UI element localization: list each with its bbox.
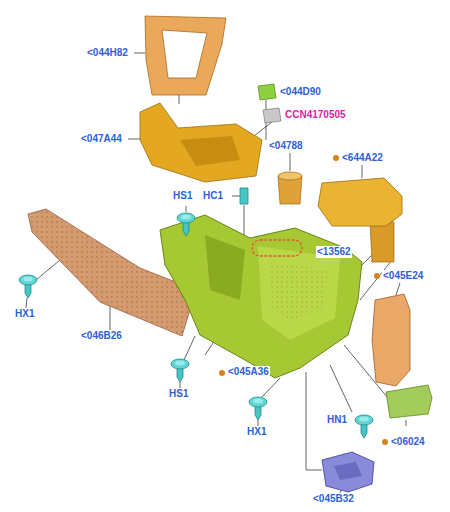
trim-detail [180,136,240,166]
bezel [145,16,226,95]
part-number: <644A22 [341,152,384,164]
seal-ring [252,240,302,256]
marker-dots [219,155,388,445]
end-cap [386,385,432,418]
main-console [160,215,362,378]
part-number: <044H82 [86,47,129,59]
bracket [322,452,374,492]
part-number: <13562 [316,246,352,258]
fastener-code: HX1 [14,308,35,320]
fastener-code: HN1 [326,414,348,426]
leader-lines [26,53,406,493]
part-number: <06024 [390,436,426,448]
bracket-detail [334,462,362,480]
part-number: <044D90 [279,86,322,98]
part-number: <04788 [268,140,304,152]
cup-holder [278,172,302,204]
part-number: <045B32 [312,493,355,505]
fasteners [19,188,373,438]
fastener-code: HC1 [202,190,224,202]
upper-trim [140,103,262,182]
service-code: CCN4170505 [284,109,347,121]
connector-part [263,108,281,123]
part-number: <046B26 [80,330,123,342]
fastener-code: HS1 [168,388,189,400]
part-number: <047A44 [80,133,123,145]
switch-part [258,84,276,100]
fastener-code: HS1 [172,190,193,202]
part-number: <045E24 [382,270,424,282]
rear-panel [372,294,410,386]
part-number: <045A36 [227,366,270,378]
fastener-code: HX1 [246,426,267,438]
